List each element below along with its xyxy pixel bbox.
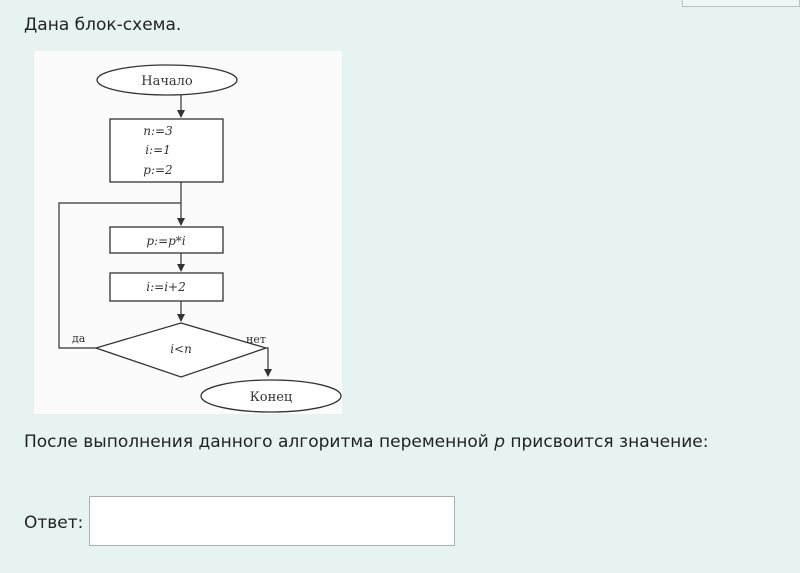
step-multiply-label: p:=p*i [146, 234, 185, 248]
flowchart-diagram: Начало n:=3 i:=1 p:=2 p:=p*i i:=i+2 i<n … [58, 64, 342, 413]
question-variable: p [494, 432, 505, 452]
start-label: Начало [141, 74, 193, 89]
end-label: Конец [250, 390, 293, 405]
yes-branch-label: да [72, 332, 86, 345]
question-text: После выполнения данного алгоритма перем… [24, 432, 708, 452]
init-block [109, 118, 224, 183]
question-before: После выполнения данного алгоритма перем… [24, 432, 495, 452]
condition-decision [93, 322, 269, 378]
init-line-i: i:=1 [145, 143, 171, 157]
answer-label: Ответ: [24, 513, 84, 533]
window-corner-frame [682, 0, 800, 7]
init-line-p: p:=2 [143, 163, 172, 177]
end-terminator [200, 379, 342, 413]
start-terminator [96, 64, 238, 96]
question-after: присвоится значение: [504, 432, 709, 452]
no-branch-label: нет [246, 333, 266, 346]
answer-input[interactable] [89, 496, 455, 546]
task-intro: Дана блок-схема. [24, 15, 182, 35]
condition-label: i<n [170, 342, 192, 356]
step-multiply-block [109, 226, 224, 254]
flowchart-image: Начало n:=3 i:=1 p:=2 p:=p*i i:=i+2 i<n … [34, 51, 342, 414]
step-increment-block [109, 272, 224, 302]
init-line-n: n:=3 [143, 124, 173, 138]
step-increment-label: i:=i+2 [146, 280, 185, 294]
